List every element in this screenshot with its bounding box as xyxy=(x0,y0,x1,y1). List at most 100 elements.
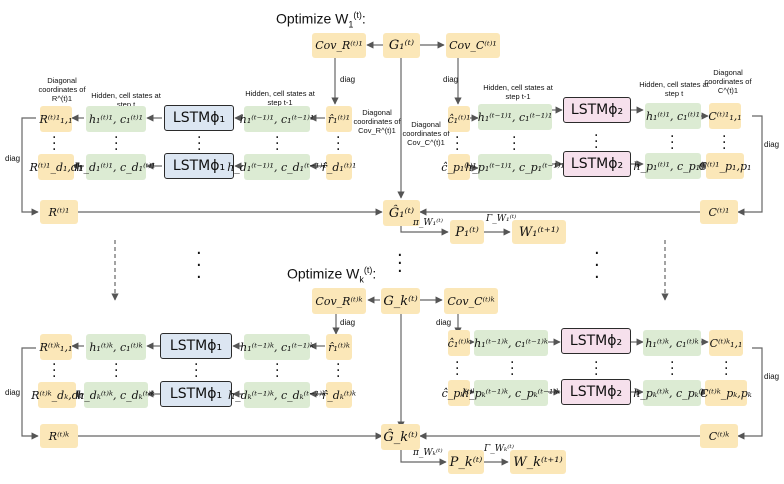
vdots-mid-left: ··· xyxy=(196,243,202,288)
note-hidden-tm1-left-1: Hidden, cell states at step t-1 xyxy=(245,89,315,107)
h-t-left-top-k: h₁⁽ᵗ⁾ᵏ, c₁⁽ᵗ⁾ᵏ xyxy=(86,334,146,360)
chat-bot-k: ĉ_pₖ⁽ᵗ⁾ᵏ xyxy=(442,380,476,406)
lstm-phi2-bot-k: LSTMϕ₂ xyxy=(561,379,631,405)
rhat-bot-1: r̂_d₁⁽ᵗ⁾¹ xyxy=(322,154,356,180)
vdots-mid-center: ··· xyxy=(397,245,403,282)
pk-node: P_k⁽ᵗ⁾ xyxy=(448,450,484,474)
vdots-hprev-right-k: ··· xyxy=(510,355,515,383)
h-tm1-right-bot-1: h_p₁⁽ᵗ⁻¹⁾¹, c_p₁⁽ᵗ⁻¹⁾¹ xyxy=(465,154,565,180)
vdots-mid-right: ··· xyxy=(594,243,600,288)
ghat-k: Ĝ_k⁽ᵗ⁾ xyxy=(381,424,420,450)
optimize-title-k-text: Optimize W xyxy=(287,265,360,282)
lstm-phi2-top-1: LSTMϕ₂ xyxy=(563,97,631,123)
lstm-phi2-top-k: LSTMϕ₂ xyxy=(561,328,631,354)
optimize-title-1-sup: (t) xyxy=(353,10,362,20)
r11-node-k: R⁽ᵗ⁾ᵏ₁,₁ xyxy=(40,334,72,360)
r11-node-1: R⁽ᵗ⁾¹₁,₁ xyxy=(39,106,73,132)
gk-node: G_k⁽ᵗ⁾ xyxy=(381,288,420,314)
h-tm1-left-bot-1: h_d₁⁽ᵗ⁻¹⁾¹, c_d₁⁽ᵗ⁻¹⁾¹ xyxy=(227,154,327,180)
vdots-rhat-1: ··· xyxy=(336,130,341,158)
optimize-title-k-sup: (t) xyxy=(363,265,373,275)
wk-next-node: W_k⁽ᵗ⁺¹⁾ xyxy=(510,450,566,474)
lstm-phi1-top-1: LSTMϕ₁ xyxy=(164,105,234,131)
note-diag-coords-r-1: Diagonal coordinates of R^(t)1 xyxy=(38,76,86,103)
r-full-1: R⁽ᵗ⁾¹ xyxy=(40,200,78,224)
note-diag-coords-covr-1: Diagonal coordinates of Cov_R^(t)1 xyxy=(353,108,401,135)
optimize-title-1: Optimize W1(t): xyxy=(276,10,366,30)
gamma-label-k: Γ_Wₖ⁽ᵗ⁾ xyxy=(484,444,514,454)
h-t-right-top-1: h₁⁽ᵗ⁾¹, c₁⁽ᵗ⁾¹ xyxy=(645,103,701,129)
vdots-chat-k: ··· xyxy=(455,355,460,383)
vdots-lstm-right-1: ··· xyxy=(594,128,599,156)
w1-next-node: W₁⁽ᵗ⁺¹⁾ xyxy=(512,220,566,244)
lstm-phi1-top-k: LSTMϕ₁ xyxy=(160,333,232,359)
vdots-r-k: ··· xyxy=(52,357,57,385)
note-diag-coords-c-1: Diagonal coordinates of C^(t)1 xyxy=(704,68,752,95)
cov-c-1-node: Cov_C⁽ᵗ⁾¹ xyxy=(446,33,500,58)
h-t-left-bot-1: h_d₁⁽ᵗ⁾¹, c_d₁⁽ᵗ⁾¹ xyxy=(76,154,156,180)
cov-r-k-node: Cov_R⁽ᵗ⁾ᵏ xyxy=(312,288,366,314)
cpp-node-k: C⁽ᵗ⁾ᵏ_pₖ,pₖ xyxy=(700,380,752,406)
optimize-title-1-sub: 1 xyxy=(348,19,354,30)
rhat-bot-k: r̂_dₖ⁽ᵗ⁾ᵏ xyxy=(322,382,356,408)
p1-node: P₁⁽ᵗ⁾ xyxy=(450,220,484,244)
c11-node-k: C⁽ᵗ⁾ᵏ₁,₁ xyxy=(709,330,743,356)
diag-bracket-left-1: diag xyxy=(5,154,21,163)
lstm-phi1-bot-1: LSTMϕ₁ xyxy=(164,153,234,179)
rdd-node-1: R⁽ᵗ⁾¹_d₁,d₁ xyxy=(30,154,82,180)
vdots-chat-1: ··· xyxy=(455,130,460,158)
vdots-lstm-left-k: ··· xyxy=(194,357,199,385)
vdots-c-k: ··· xyxy=(724,355,729,383)
vdots-hprev-left-k: ··· xyxy=(275,357,280,385)
diag-bracket-left-k: diag xyxy=(5,388,21,397)
note-hidden-tm1-right-1: Hidden, cell states at step t-1 xyxy=(483,83,553,101)
vdots-c-1: ··· xyxy=(722,129,727,157)
r-full-k: R⁽ᵗ⁾ᵏ xyxy=(40,424,78,448)
cpp-node-1: C⁽ᵗ⁾¹_p₁,p₁ xyxy=(699,153,751,179)
lstm-phi2-bot-1: LSTMϕ₂ xyxy=(563,151,631,177)
vdots-lstm-right-k: ··· xyxy=(594,355,599,383)
lstm-phi1-bot-k: LSTMϕ₁ xyxy=(160,381,232,407)
diag-label-ck: diag xyxy=(436,318,452,327)
vdots-h-right-k: ··· xyxy=(670,355,675,383)
chat-bot-1: ĉ_p₁⁽ᵗ⁾¹ xyxy=(441,154,477,180)
diag-label-r1: diag xyxy=(340,75,356,84)
h-tm1-left-top-1: h₁⁽ᵗ⁻¹⁾¹, c₁⁽ᵗ⁻¹⁾¹ xyxy=(240,106,314,132)
rhat-top-k: r̂₁⁽ᵗ⁾ᵏ xyxy=(326,334,352,360)
vdots-h-right-1: ··· xyxy=(670,129,675,157)
c-full-k: C⁽ᵗ⁾ᵏ xyxy=(700,424,738,448)
chat-top-k: ĉ₁⁽ᵗ⁾ᵏ xyxy=(448,330,470,356)
vdots-lstm-left-1: ··· xyxy=(197,130,202,158)
rhat-top-1: r̂₁⁽ᵗ⁾¹ xyxy=(326,106,352,132)
note-hidden-t-left-1: Hidden, cell states at step t xyxy=(91,91,161,109)
diag-bracket-right-1: diag xyxy=(764,140,780,149)
h-t-right-top-k: h₁⁽ᵗ⁾ᵏ, c₁⁽ᵗ⁾ᵏ xyxy=(643,330,701,356)
vdots-h-left-1: ··· xyxy=(114,130,119,158)
ghat-1: Ĝ₁⁽ᵗ⁾ xyxy=(383,200,420,226)
vdots-hprev-left-1: ··· xyxy=(275,130,280,158)
optimize-title-1-text: Optimize W xyxy=(276,10,349,27)
h-tm1-right-top-k: h₁⁽ᵗ⁻¹⁾ᵏ, c₁⁽ᵗ⁻¹⁾ᵏ xyxy=(474,330,548,356)
gamma-label-1: Γ_W₁⁽ᵗ⁾ xyxy=(486,214,517,224)
pi-label-k: π_Wₖ⁽ᵗ⁾ xyxy=(413,448,443,458)
rdd-node-k: R⁽ᵗ⁾ᵏ_dₖ,dₖ xyxy=(31,382,83,408)
h-t-right-bot-1: h_p₁⁽ᵗ⁾¹, c_p₁⁽ᵗ⁾¹ xyxy=(633,153,713,179)
c11-node-1: C⁽ᵗ⁾¹₁,₁ xyxy=(708,103,742,129)
h-tm1-right-top-1: h₁⁽ᵗ⁻¹⁾¹, c₁⁽ᵗ⁻¹⁾¹ xyxy=(478,104,552,130)
c-full-1: C⁽ᵗ⁾¹ xyxy=(700,200,738,224)
note-diag-coords-covc-1: Diagonal coordinates of Cov_C^(t)1 xyxy=(402,120,450,147)
h-tm1-right-bot-k: h_pₖ⁽ᵗ⁻¹⁾ᵏ, c_pₖ⁽ᵗ⁻¹⁾ᵏ xyxy=(462,380,560,406)
h-t-left-top-1: h₁⁽ᵗ⁾¹, c₁⁽ᵗ⁾¹ xyxy=(86,106,146,132)
h-tm1-left-bot-k: h_dₖ⁽ᵗ⁻¹⁾ᵏ, c_dₖ⁽ᵗ⁻¹⁾ᵏ xyxy=(228,382,326,408)
diag-label-rk: diag xyxy=(340,318,356,327)
optimize-title-k: Optimize Wk(t): xyxy=(287,265,377,285)
cov-c-k-node: Cov_C⁽ᵗ⁾ᵏ xyxy=(444,288,498,314)
vdots-h-left-k: ··· xyxy=(114,357,119,385)
cov-r-1-node: Cov_R⁽ᵗ⁾¹ xyxy=(312,33,366,58)
h-t-left-bot-k: h_dₖ⁽ᵗ⁾ᵏ, c_dₖ⁽ᵗ⁾ᵏ xyxy=(77,382,155,408)
g1-node: G₁⁽ᵗ⁾ xyxy=(383,33,420,58)
diag-label-c1: diag xyxy=(443,75,459,84)
vdots-hprev-right-1: ··· xyxy=(512,130,517,158)
